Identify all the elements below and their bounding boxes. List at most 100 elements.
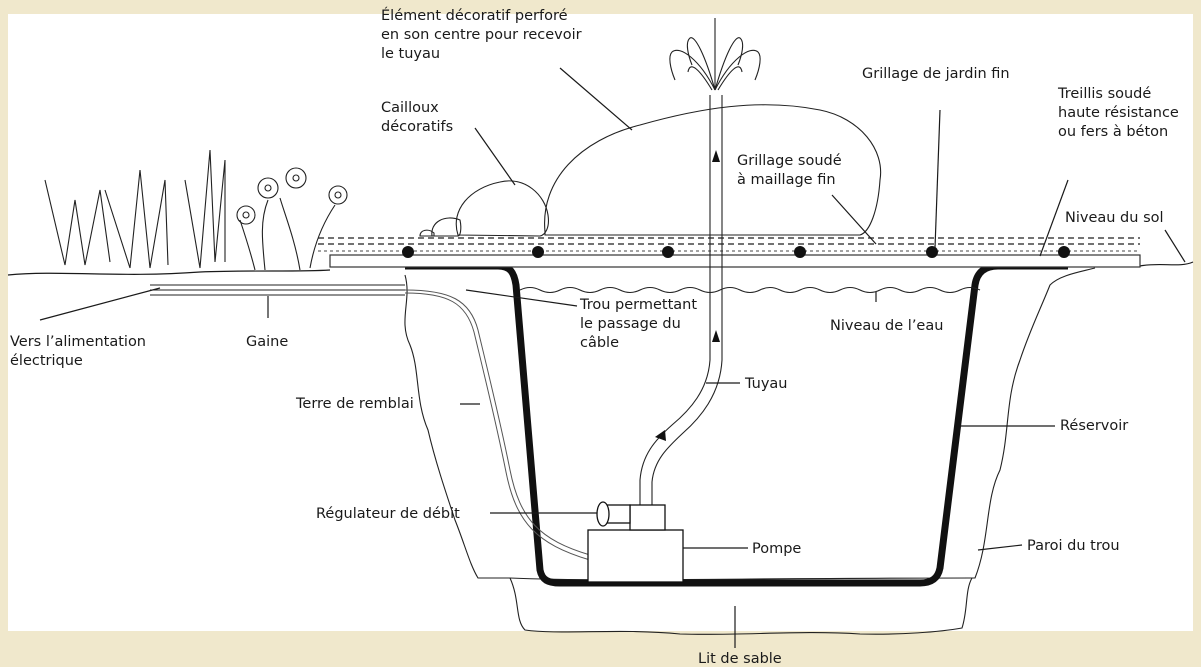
pipe-wall-right xyxy=(651,95,723,505)
label-line: décoratifs xyxy=(381,119,453,135)
label-line: Paroi du trou xyxy=(1027,538,1120,554)
flower-stem xyxy=(309,204,336,269)
label-line: ou fers à béton xyxy=(1058,124,1168,140)
label-paroi-trou: Paroi du trou xyxy=(1027,538,1120,554)
label-line: le passage du xyxy=(580,316,681,332)
label-reservoir: Réservoir xyxy=(1060,418,1128,434)
grass-blade xyxy=(184,149,226,269)
label-line: Cailloux xyxy=(381,100,439,116)
flower xyxy=(257,177,279,199)
pump-body xyxy=(587,529,684,583)
flower-center xyxy=(264,184,272,192)
label-tuyau: Tuyau xyxy=(744,376,788,392)
label-line: le tuyau xyxy=(381,46,440,62)
label-line: Treillis soudé xyxy=(1057,86,1151,102)
frame-band xyxy=(329,254,1141,268)
leader-element-decoratif xyxy=(559,67,633,131)
flow-arrow xyxy=(655,430,666,441)
pump-outlet xyxy=(629,504,666,531)
label-line: Tuyau xyxy=(744,376,788,392)
spray-arc xyxy=(717,66,743,91)
label-gaine: Gaine xyxy=(246,334,288,350)
label-grillage-soude: Grillage soudé à maillage fin xyxy=(737,153,846,188)
grass-blade xyxy=(104,169,169,269)
label-line: haute résistance xyxy=(1058,105,1179,121)
label-trou-passage: Trou permettant le passage du câble xyxy=(579,297,702,351)
label-line: en son centre pour recevoir xyxy=(381,27,582,43)
ground-line xyxy=(7,261,1194,276)
label-line: câble xyxy=(580,335,619,351)
rebar-dots xyxy=(402,246,1070,258)
label-line: Niveau du sol xyxy=(1065,210,1164,226)
power-cable-inner xyxy=(404,292,591,561)
pipe xyxy=(639,95,723,505)
leader-trou xyxy=(465,289,578,307)
regulator-knob xyxy=(596,501,610,527)
label-cailloux: Cailloux décoratifs xyxy=(381,100,453,135)
label-line: Lit de sable xyxy=(698,651,782,667)
leader-vers-alimentation xyxy=(39,287,161,321)
water-level xyxy=(519,286,981,294)
label-lit-sable: Lit de sable xyxy=(698,651,782,667)
fountain-spray xyxy=(669,18,761,91)
spray-arc xyxy=(686,37,716,91)
leader-grillage-soude xyxy=(831,194,877,245)
leader-paroi xyxy=(977,544,1023,551)
label-line: Terre de remblai xyxy=(295,396,414,412)
pebble xyxy=(431,217,462,237)
pipe-wall-left xyxy=(639,95,711,505)
flower xyxy=(236,205,256,225)
flower-stem xyxy=(261,199,269,271)
decorative-stones xyxy=(419,104,882,237)
reservoir-shell xyxy=(405,262,1068,587)
label-line: Pompe xyxy=(752,541,801,557)
label-pompe: Pompe xyxy=(752,541,801,557)
rebar-dot xyxy=(662,246,674,258)
flower-center xyxy=(292,174,300,182)
grass-blade xyxy=(44,179,111,266)
label-vers-alimentation: Vers l’alimentation électrique xyxy=(10,334,151,369)
label-line: Vers l’alimentation xyxy=(10,334,146,350)
label-niveau-sol: Niveau du sol xyxy=(1065,210,1164,226)
pebble xyxy=(419,229,435,237)
leader-grillage-jardin xyxy=(934,109,941,249)
label-niveau-eau: Niveau de l’eau xyxy=(830,318,943,334)
label-line: Élément décoratif perforé xyxy=(381,7,568,24)
rebar-dot xyxy=(926,246,938,258)
leader-cailloux xyxy=(474,127,516,186)
small-stone xyxy=(455,180,549,237)
rebar-dot xyxy=(794,246,806,258)
rebar-dot xyxy=(532,246,544,258)
label-line: Régulateur de débit xyxy=(316,506,460,522)
leader-niveau-sol xyxy=(1164,229,1186,263)
flow-arrow xyxy=(712,330,720,342)
flower-stem xyxy=(239,219,256,271)
rebar-dot xyxy=(1058,246,1070,258)
flower-stem xyxy=(279,197,301,271)
conduit xyxy=(150,284,405,296)
label-line: électrique xyxy=(10,353,83,369)
power-cable xyxy=(404,289,591,556)
label-treillis: Treillis soudé haute résistance ou fers … xyxy=(1057,86,1183,140)
flower-center xyxy=(242,211,250,219)
label-line: à maillage fin xyxy=(737,172,836,188)
spray-arc xyxy=(669,49,716,91)
label-regulateur: Régulateur de débit xyxy=(316,506,460,522)
label-grillage-jardin: Grillage de jardin fin xyxy=(862,66,1010,82)
flower xyxy=(328,185,348,205)
label-line: Niveau de l’eau xyxy=(830,318,943,334)
large-stone xyxy=(544,104,882,236)
diagram-panel xyxy=(8,14,1193,631)
rebar-dot xyxy=(402,246,414,258)
flow-arrow xyxy=(712,150,720,162)
label-line: Trou permettant xyxy=(579,297,697,313)
spray-arc xyxy=(714,49,761,91)
label-element-decoratif: Élément décoratif perforé en son centre … xyxy=(381,7,586,62)
plants xyxy=(44,149,348,271)
flower xyxy=(285,167,307,189)
label-line: Gaine xyxy=(246,334,288,350)
leader-treillis xyxy=(1039,179,1069,257)
spray-arc xyxy=(687,66,713,91)
label-line: Grillage de jardin fin xyxy=(862,66,1010,82)
